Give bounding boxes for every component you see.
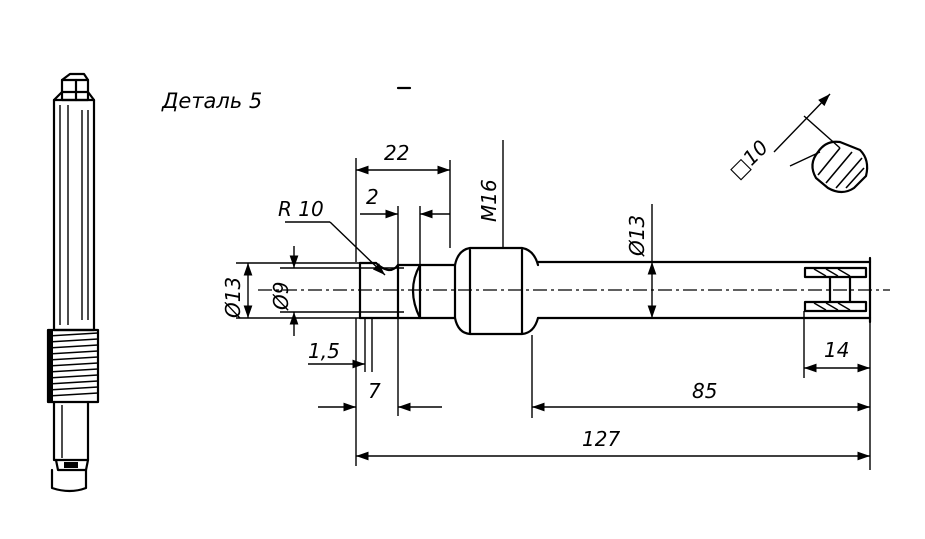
dim-phi9: Ø9 [269,282,293,311]
dim-14: 14 [824,338,849,362]
dim-r10: R 10 [278,197,324,221]
dimension-lines [236,140,871,470]
drawing-title: Деталь 5 [161,89,262,113]
dim-7: 7 [368,379,381,403]
dim-phi13-left: Ø13 [221,277,245,319]
square-section [773,93,869,194]
dim-phi13-right: Ø13 [625,215,649,257]
main-view [258,246,890,336]
dim-1-5: 1,5 [308,339,340,363]
dim-2: 2 [366,185,379,209]
dim-square-10: □10 [725,135,773,183]
dim-22: 22 [384,141,409,165]
dim-m16: M16 [477,179,501,222]
dim-127: 127 [582,427,620,451]
dim-85: 85 [692,379,717,403]
isometric-view [46,72,100,493]
